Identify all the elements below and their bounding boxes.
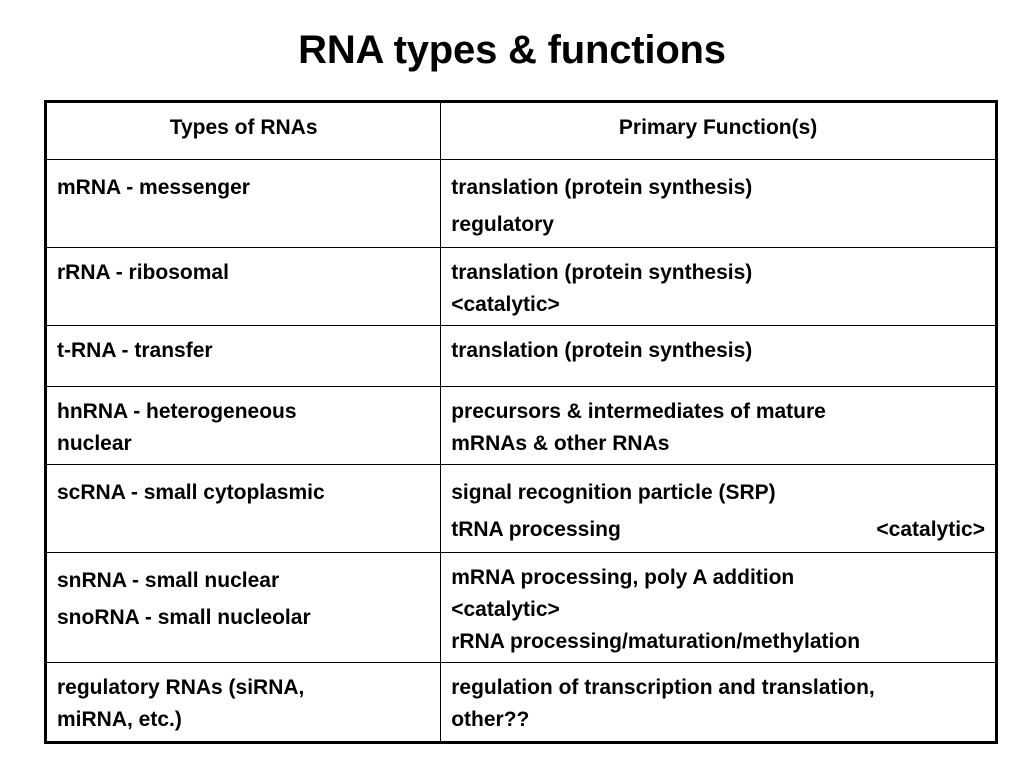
cell-rna-type: rRNA - ribosomal: [44, 247, 442, 326]
table-row: regulatory RNAs (siRNA, miRNA, etc.) reg…: [44, 662, 997, 743]
cell-rna-type: regulatory RNAs (siRNA, miRNA, etc.): [44, 662, 442, 743]
header-cell-types: Types of RNAs: [44, 101, 442, 160]
cell-rna-type: mRNA - messenger: [44, 159, 442, 248]
rna-function-line: translation (protein synthesis): [451, 176, 753, 199]
cell-rna-function: mRNA processing, poly A addition <cataly…: [440, 552, 997, 663]
header-cell-functions: Primary Function(s): [440, 101, 997, 160]
cell-rna-type: hnRNA - heterogeneous nuclear: [44, 386, 442, 465]
table-row: hnRNA - heterogeneous nuclear precursors…: [44, 386, 997, 465]
rna-type-line: scRNA - small cytoplasmic: [57, 481, 325, 504]
cell-rna-function: signal recognition particle (SRP) tRNA p…: [440, 464, 997, 553]
rna-type-line: t-RNA - transfer: [57, 339, 213, 362]
rna-type-line: miRNA, etc.): [57, 708, 182, 731]
rna-function-line-split: tRNA processing <catalytic>: [451, 511, 985, 548]
rna-function-line: <catalytic>: [451, 293, 560, 316]
table-row: rRNA - ribosomal translation (protein sy…: [44, 247, 997, 326]
rna-type-line: mRNA - messenger: [57, 176, 250, 199]
cell-rna-function: translation (protein synthesis) regulato…: [440, 159, 997, 248]
rna-type-line: snRNA - small nuclear: [57, 569, 280, 592]
rna-function-line: precursors & intermediates of mature: [451, 400, 826, 423]
rna-function-line: mRNAs & other RNAs: [451, 432, 670, 455]
table-row: scRNA - small cytoplasmic signal recogni…: [44, 464, 997, 553]
cell-rna-type: snRNA - small nuclear snoRNA - small nuc…: [44, 552, 442, 663]
cell-rna-function: translation (protein synthesis) <catalyt…: [440, 247, 997, 326]
rna-function-line: rRNA processing/maturation/methylation: [451, 630, 861, 653]
table-row: snRNA - small nuclear snoRNA - small nuc…: [44, 552, 997, 663]
rna-types-functions-table: Types of RNAs Primary Function(s) mRNA -…: [44, 100, 998, 744]
rna-function-line: other??: [451, 708, 530, 731]
rna-function-line: mRNA processing, poly A addition: [451, 566, 795, 589]
rna-type-line: regulatory RNAs (siRNA,: [57, 676, 305, 699]
cell-rna-function: regulation of transcription and translat…: [440, 662, 997, 743]
table-row: mRNA - messenger translation (protein sy…: [44, 159, 997, 248]
rna-type-line: rRNA - ribosomal: [57, 261, 229, 284]
header-label-types: Types of RNAs: [169, 116, 318, 139]
rna-function-line: translation (protein synthesis): [451, 339, 753, 362]
page-title: RNA types & functions: [298, 28, 726, 72]
rna-type-line: hnRNA - heterogeneous: [57, 400, 297, 423]
rna-function-line: tRNA processing: [451, 518, 621, 541]
cell-rna-type: t-RNA - transfer: [44, 325, 442, 387]
rna-type-line: snoRNA - small nucleolar: [57, 606, 311, 629]
cell-rna-function: translation (protein synthesis): [440, 325, 997, 387]
cell-rna-type: scRNA - small cytoplasmic: [44, 464, 442, 553]
rna-function-line: signal recognition particle (SRP): [451, 481, 776, 504]
cell-rna-function: precursors & intermediates of mature mRN…: [440, 386, 997, 465]
rna-type-line: nuclear: [57, 432, 132, 455]
rna-function-line: <catalytic>: [451, 598, 560, 621]
rna-function-line: translation (protein synthesis): [451, 261, 753, 284]
rna-function-line: regulation of transcription and translat…: [451, 676, 875, 699]
header-label-functions: Primary Function(s): [618, 116, 818, 139]
rna-function-line: regulatory: [451, 213, 554, 236]
rna-function-annotation: <catalytic>: [876, 518, 985, 541]
table-header-row: Types of RNAs Primary Function(s): [44, 101, 997, 160]
table-row: t-RNA - transfer translation (protein sy…: [44, 325, 997, 387]
